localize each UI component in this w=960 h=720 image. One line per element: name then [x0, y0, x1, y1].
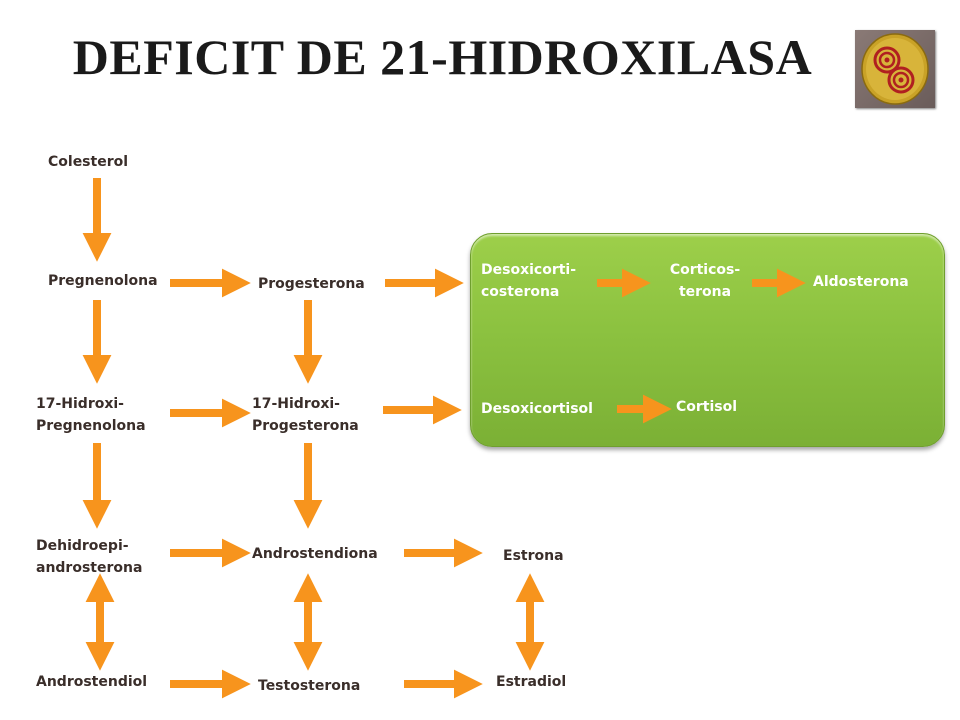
node-cortisol: Cortisol	[676, 399, 738, 415]
spiral-s-logo-icon	[855, 30, 935, 108]
node-estrona: Estrona	[503, 548, 564, 564]
page-title: DEFICIT DE 21-HIDROXILASA	[72, 29, 813, 85]
node-colesterol: Colesterol	[48, 154, 129, 170]
node-dehidroepiandrosterona: Dehidroepi- androsterona	[36, 538, 143, 576]
node-progesterona: Progesterona	[258, 276, 365, 292]
mineralocorticoid-glucocorticoid-panel	[470, 233, 945, 447]
node-testosterona: Testosterona	[258, 678, 361, 694]
node-aldosterona: Aldosterona	[813, 274, 909, 290]
node-estradiol: Estradiol	[496, 674, 567, 690]
node-desoxicorticosterona: Desoxicorti- costerona	[481, 262, 577, 300]
node-androstendiol: Androstendiol	[36, 674, 148, 690]
node-pregnenolona: Pregnenolona	[48, 273, 158, 289]
node-androstendiona: Androstendiona	[252, 546, 378, 562]
node-17-hidroxi-pregnenolona: 17-Hidroxi- Pregnenolona	[36, 396, 146, 434]
node-desoxicortisol: Desoxicortisol	[481, 401, 593, 417]
node-17-hidroxi-progesterona: 17-Hidroxi- Progesterona	[252, 396, 359, 434]
node-corticosterona: Corticos- terona	[669, 262, 741, 300]
